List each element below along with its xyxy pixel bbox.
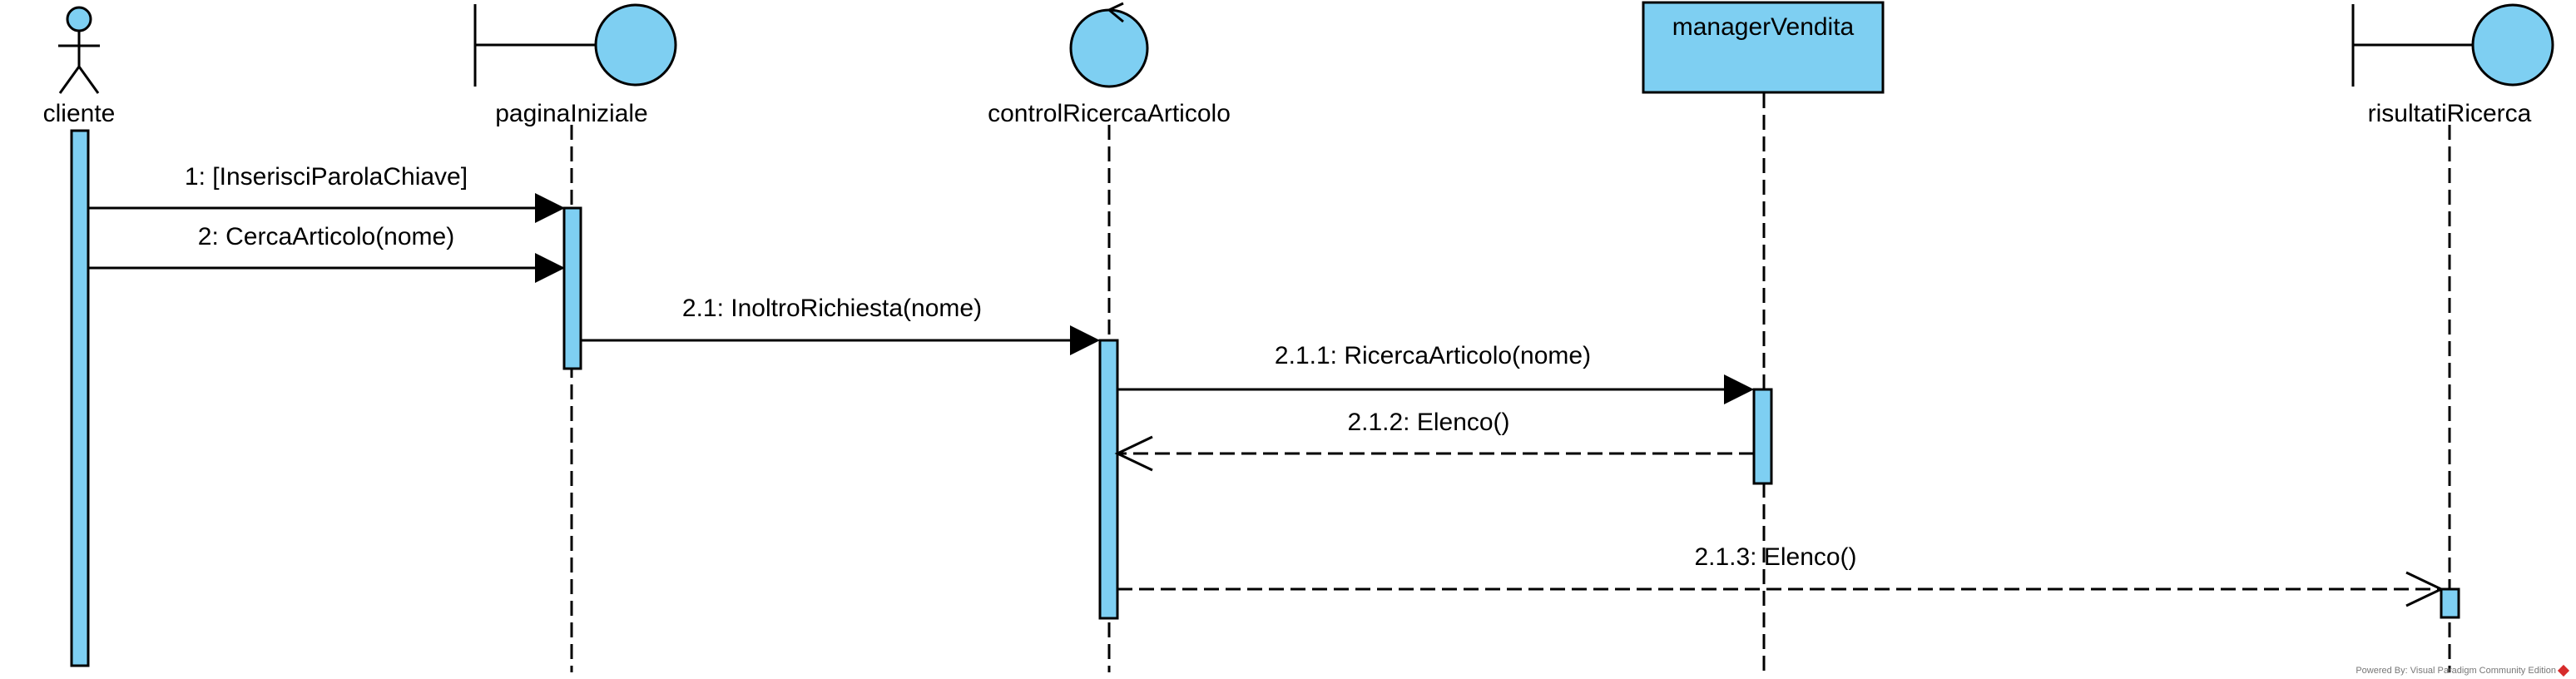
boundary-icon-risultatiRicerca [2351,3,2554,87]
open-arrowhead [1114,435,1153,472]
message-2-1-1: 2.1.1: RicercaArticolo(nome) [1117,342,1754,404]
message-1: 1: [InserisciParolaChiave] [88,163,565,223]
lifeline-label-cliente: cliente [43,100,116,127]
lifeline-label-risultatiRicerca: risultatiRicerca [2368,100,2532,127]
footer-credit: Powered By: Visual Paradigm Community Ed… [2356,664,2570,677]
activation-bar-paginaIniziale [562,206,582,370]
object-box-managerVendita: managerVendita [1642,1,1885,94]
vp-logo-icon [2557,664,2570,677]
lifeline-label-paginaIniziale: paginaIniziale [495,100,647,127]
actor-head [66,6,92,32]
activation-bar-risultatiRicerca [2440,587,2460,619]
lifeline-label-controlRicercaArticolo: controlRicercaArticolo [988,100,1231,127]
message-label: 2.1: InoltroRichiesta(nome) [682,295,982,322]
filled-arrowhead [1070,325,1100,355]
control-icon-controlRicercaArticolo [1069,2,1149,88]
message-label: 2.1.2: Elenco() [1347,409,1509,436]
message-label: 1: [InserisciParolaChiave] [185,163,468,191]
message-2: 2: CercaArticolo(nome) [88,223,565,283]
activation-bar-cliente [70,129,90,667]
filled-arrowhead [535,253,565,283]
actor-cliente [58,6,100,94]
message-label: 2.1.3: Elenco() [1694,543,1856,571]
boundary-icon-paginaIniziale [473,3,677,87]
message-2-1-3: 2.1.3: Elenco() [1117,543,2445,607]
open-arrowhead [2405,571,2445,607]
footer-text: Powered By: Visual Paradigm Community Ed… [2356,666,2556,676]
message-label: 2: CercaArticolo(nome) [198,223,454,250]
activation-bar-managerVendita [1752,388,1773,485]
filled-arrowhead [535,193,565,223]
message-2-1-2: 2.1.2: Elenco() [1114,409,1754,472]
activation-bar-controlRicercaArticolo [1098,339,1119,620]
message-label: 2.1.1: RicercaArticolo(nome) [1275,342,1591,369]
filled-arrowhead [1724,374,1754,404]
lifeline-label-managerVendita: managerVendita [1672,13,1855,41]
message-2-1: 2.1: InoltroRichiesta(nome) [581,295,1100,355]
